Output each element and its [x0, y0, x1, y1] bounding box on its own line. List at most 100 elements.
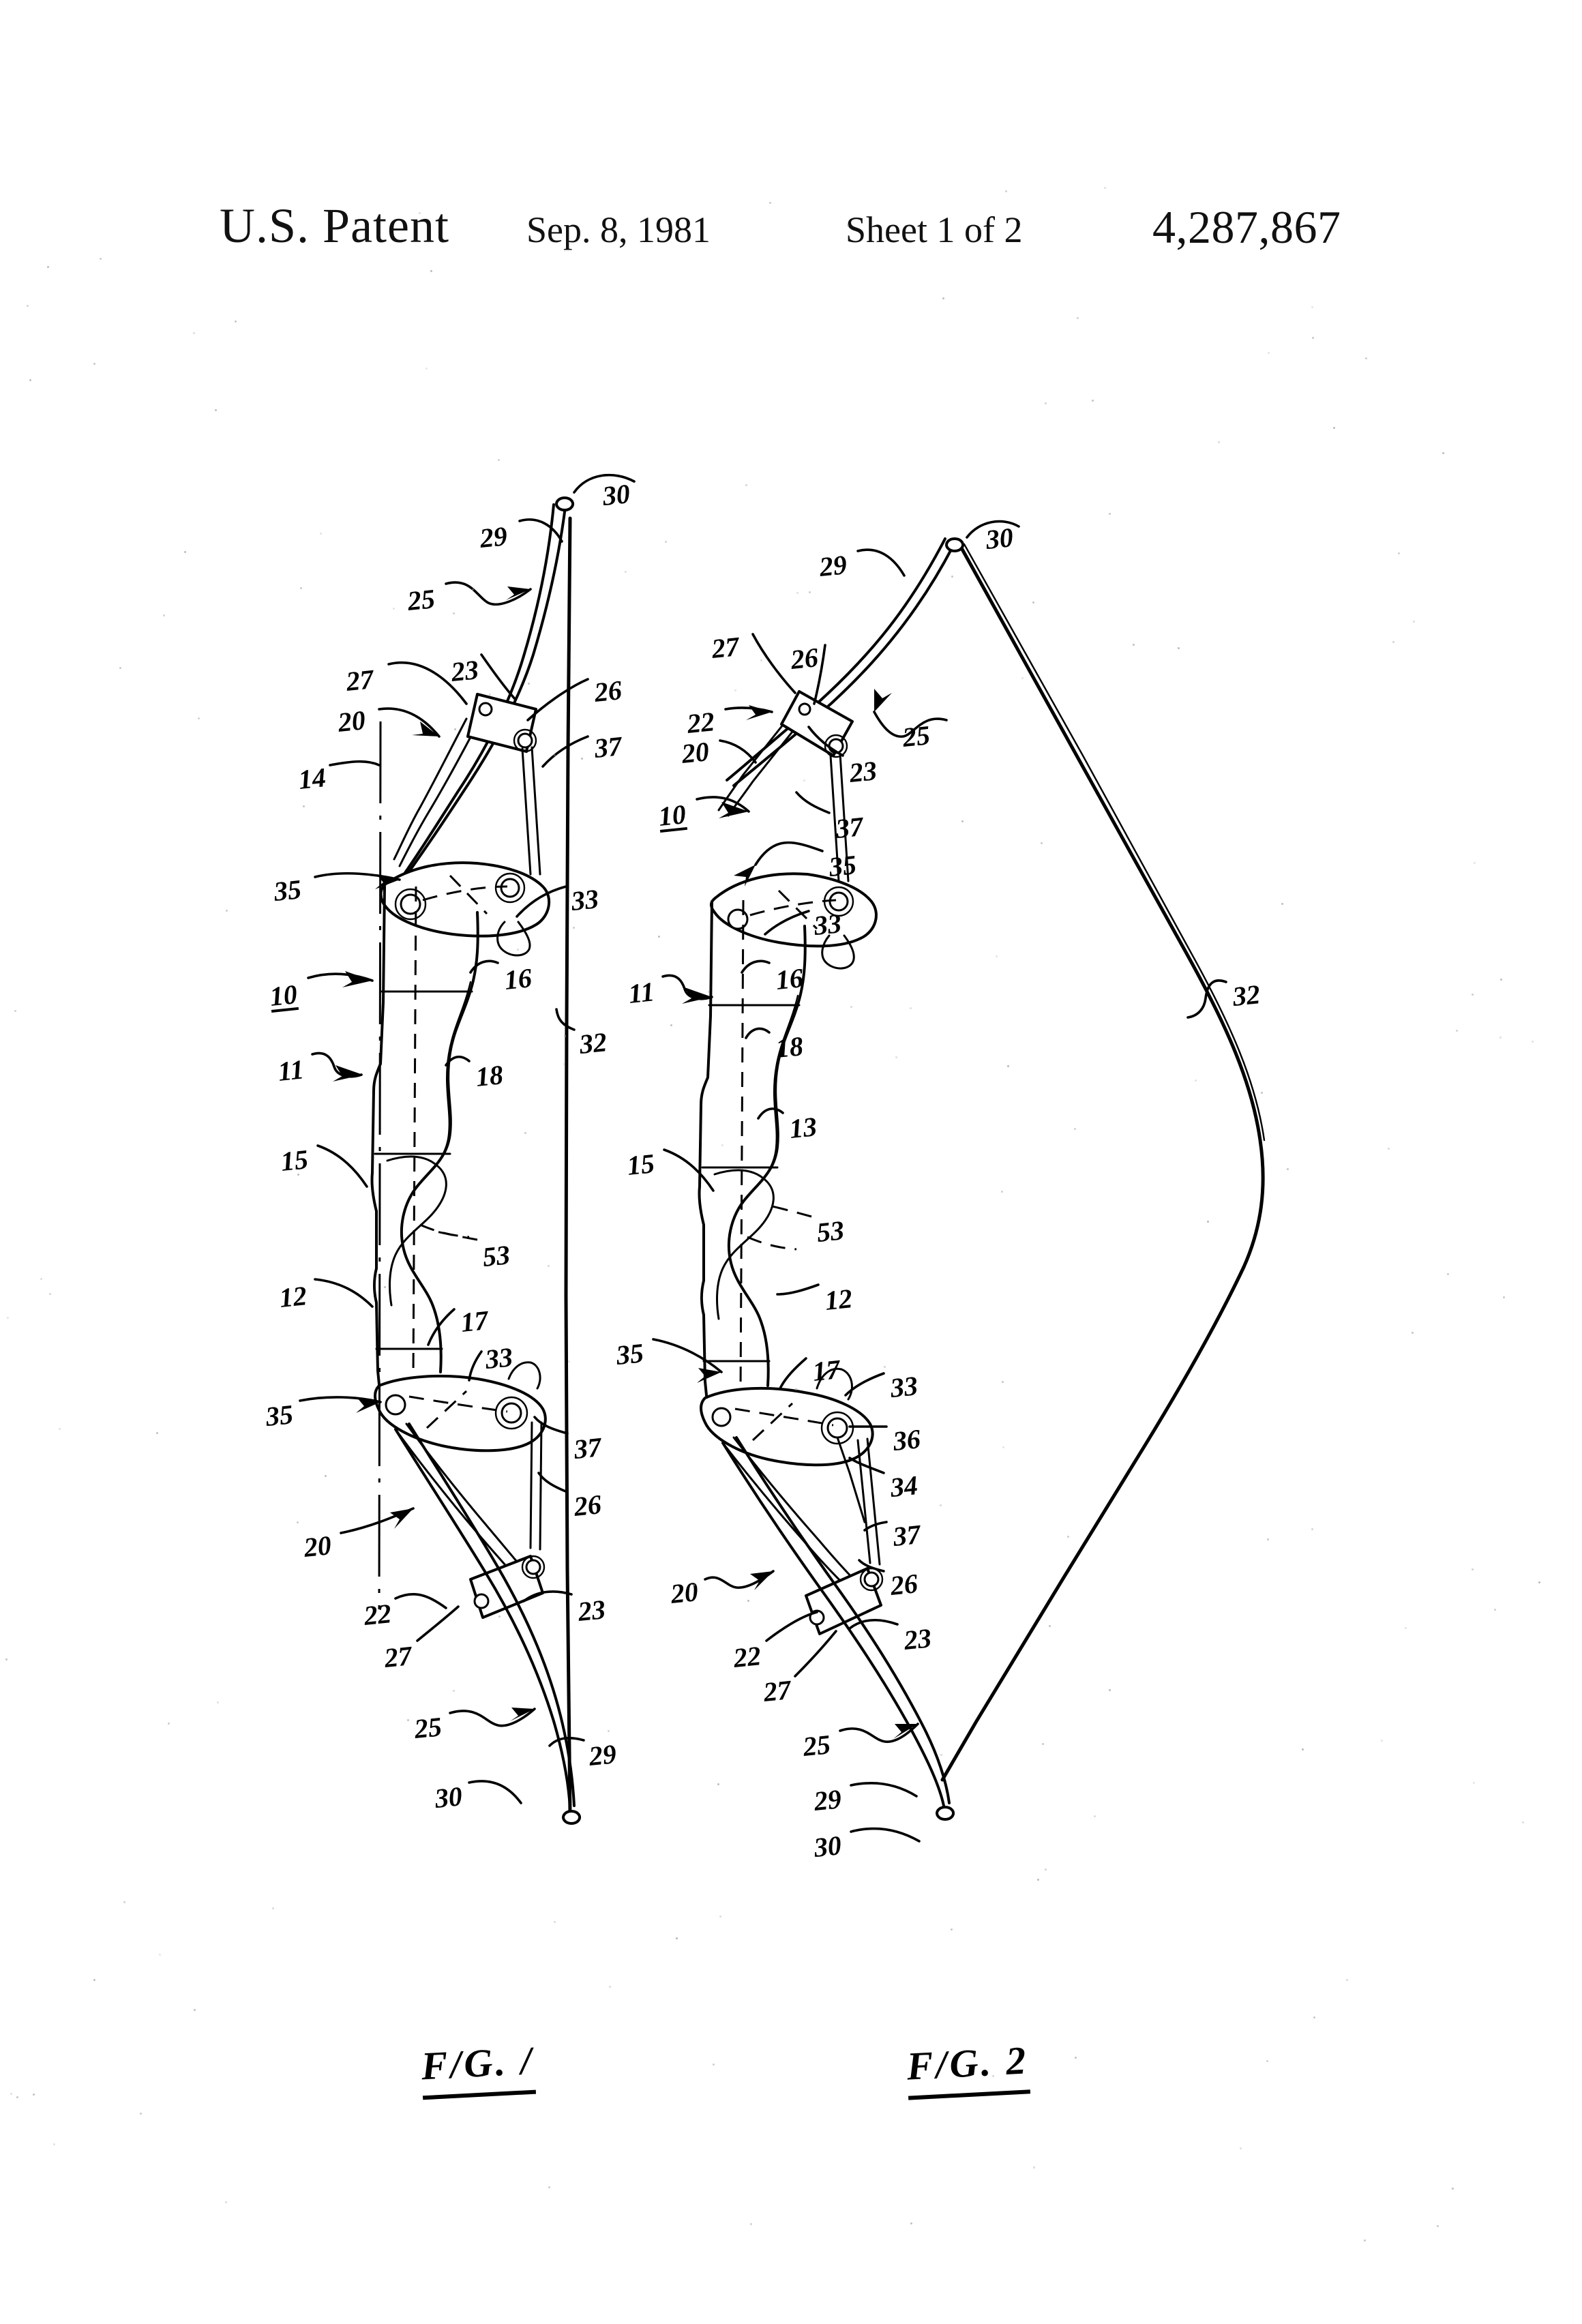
- scan-speckle: [194, 2009, 196, 2011]
- fig1-lower-cam-pivot: [501, 1402, 522, 1424]
- fig2-arrow-11: [682, 987, 712, 1004]
- scan-speckle: [47, 266, 49, 268]
- scan-speckle: [1109, 513, 1111, 515]
- scan-speckle: [225, 2201, 227, 2203]
- scan-speckle: [992, 2075, 994, 2077]
- scan-speckle: [1074, 1128, 1076, 1130]
- scan-speckle: [1067, 1536, 1069, 1538]
- callout-fig1-26-5: 26: [593, 674, 623, 708]
- scan-speckle: [528, 683, 530, 685]
- callout-fig2-34-24: 34: [889, 1470, 919, 1503]
- scan-speckle: [554, 1921, 556, 1923]
- callout-fig1-27-27: 27: [383, 1640, 413, 1673]
- fig1-upper-outer-limb-outer-edge: [397, 500, 567, 888]
- scan-speckle: [1312, 337, 1314, 339]
- fig2-lower-outer-limb-inner-edge: [735, 1436, 951, 1804]
- scan-speckle: [693, 1584, 695, 1586]
- scan-speckle: [93, 1979, 95, 1981]
- scan-speckle: [809, 591, 811, 593]
- fig1-upper-cam-hidden-arm: [449, 874, 488, 915]
- scan-speckle: [1077, 317, 1079, 319]
- scan-speckle: [5, 1658, 8, 1660]
- fig2-hidden-contour-53: [747, 1236, 797, 1251]
- callout-fig1-35-9: 35: [272, 874, 303, 907]
- scan-speckle: [951, 576, 953, 578]
- fig1-arrow-35-lower: [356, 1398, 380, 1413]
- fig1-arrow-20-lower: [390, 1508, 413, 1529]
- scan-speckle: [119, 667, 121, 669]
- scan-speckle: [1005, 190, 1007, 192]
- fig2-bowstring-lower: [940, 1265, 1246, 1782]
- scan-speckle: [1405, 1627, 1407, 1629]
- scan-speckle: [708, 991, 710, 993]
- scan-speckle: [407, 1719, 409, 1721]
- scan-speckle: [1499, 1037, 1502, 1039]
- scan-speckle: [568, 1360, 570, 1362]
- scan-speckle: [996, 955, 998, 957]
- fig2-lower-limb-tip-nock: [936, 1806, 955, 1821]
- fig1-lower-limb-tip-nock: [562, 1810, 582, 1825]
- callout-fig1-29-1: 29: [478, 520, 509, 554]
- fig1-hidden-contour-53: [419, 1223, 470, 1238]
- fig2-lower-cam-pivot-36-ring: [820, 1411, 854, 1445]
- scan-speckle: [1456, 1030, 1458, 1032]
- fig2-lower-limb-block-pivot-right: [863, 1571, 880, 1588]
- callout-fig1-27-3: 27: [344, 664, 375, 697]
- callout-fig2-26-3: 26: [789, 642, 820, 675]
- scan-speckle: [564, 1035, 566, 1037]
- scan-speckle: [1092, 400, 1094, 402]
- fig1-upper-cam-hidden-groove: [422, 885, 508, 902]
- scan-speckle: [665, 541, 667, 543]
- scan-speckle: [1281, 903, 1283, 905]
- fig2-lower-cam-hidden-groove: [734, 1407, 834, 1427]
- callout-fig2-10-8: 10: [657, 799, 687, 832]
- fig1-riser-back-edge: [370, 885, 386, 1399]
- fig2-riser-back-edge: [698, 900, 713, 1410]
- scan-speckle: [454, 728, 456, 730]
- scan-speckle: [168, 1723, 170, 1725]
- figure-1-caption: F/G. /: [419, 2037, 536, 2100]
- scan-speckle: [393, 608, 395, 610]
- fig1-upper-cam-axle-35-ring: [394, 888, 427, 921]
- scan-speckle: [217, 1701, 219, 1703]
- scan-speckle: [1261, 1092, 1263, 1094]
- scan-speckle: [1041, 842, 1043, 844]
- callout-fig2-33-22: 33: [889, 1370, 919, 1403]
- callout-fig1-32-13: 32: [578, 1026, 608, 1060]
- scan-speckle: [1413, 621, 1415, 623]
- scan-speckle: [1538, 1581, 1540, 1583]
- scan-speckle: [184, 551, 186, 553]
- scan-speckle: [581, 758, 583, 760]
- scan-speckle: [163, 614, 165, 616]
- scan-speckle: [1037, 1879, 1039, 1881]
- scan-speckle: [940, 1754, 942, 1756]
- scan-speckle: [796, 592, 799, 594]
- scan-speckle: [1392, 641, 1394, 643]
- scan-speckle: [548, 2186, 550, 2188]
- fig1-upper-cam-pivot: [500, 878, 520, 898]
- fig2-leader-lines: [652, 520, 1227, 1843]
- callout-fig2-36-23: 36: [891, 1423, 922, 1457]
- fig2-arrow-10: [719, 802, 749, 818]
- fig1-lower-outer-limb-outer-edge: [394, 1428, 571, 1810]
- fig2-upper-cam-hidden-arm: [777, 889, 818, 930]
- fig2-arrow-25-upper: [874, 689, 892, 712]
- fig1-lower-inner-limb-outer-edge: [394, 1428, 517, 1578]
- fig2-upper-tension-link-left: [829, 754, 840, 882]
- scan-speckle: [1075, 2057, 1077, 2059]
- callout-fig2-37-9: 37: [834, 811, 865, 844]
- scan-speckle: [100, 258, 102, 260]
- scan-speckle: [156, 1432, 158, 1434]
- fig1-upper-limb-tip-nock: [555, 496, 575, 511]
- scan-speckle: [320, 533, 322, 535]
- fig2-bowstring-upper-highlight: [963, 543, 1266, 1142]
- scan-speckle: [1473, 1782, 1475, 1784]
- fig1-bow-centerline-14: [378, 721, 382, 1610]
- scan-speckle: [1313, 2016, 1315, 2018]
- scan-speckle: [713, 2064, 715, 2066]
- scan-speckle: [14, 1010, 16, 1012]
- scan-speckle: [430, 270, 432, 272]
- scan-speckle: [49, 1293, 51, 1295]
- callout-fig1-37-22: 37: [572, 1431, 603, 1465]
